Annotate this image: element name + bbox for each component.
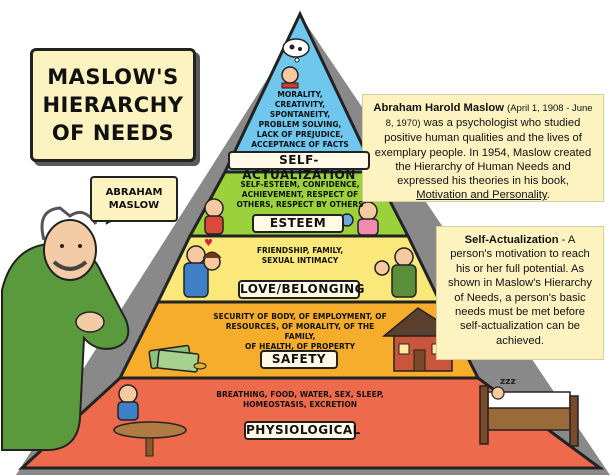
desc-line: HOMEOSTASIS, EXCRETION [242,400,357,409]
title-line: HIERARCHY [42,93,184,117]
desc-line: FRIENDSHIP, FAMILY, [256,246,344,255]
desc-line: PROBLEM SOLVING, [258,120,342,129]
self-actualization-note: Self-Actualization - A person's motivati… [436,226,604,360]
tier-esteem-desc: SELF-ESTEEM, CONFIDENCE, ACHIEVEMENT, RE… [232,180,368,210]
tier-love-label: LOVE/BELONGING [238,280,364,299]
bio-dates: (April 1, 1908 - June 8, 1970) [385,103,593,130]
tier-physiological-label: PHYSIOLOGICAL [244,421,360,440]
name-label: ABRAHAM MASLOW [90,176,178,222]
title-line: MASLOW'S [47,65,179,89]
desc-line: RESOURCES, OF MORALITY, OF THE FAMILY, [225,322,375,341]
tier-self-actualization-label: SELF-ACTUALIZATION [228,151,370,182]
family-illustration: ♥ [183,238,417,298]
desc-line: ACHIEVEMENT, RESPECT OF [241,190,359,199]
name-label-line: MASLOW [108,200,160,211]
desc-line: SPONTANEITY, [269,110,331,119]
zzz-icon: zzz [500,377,516,387]
desc-line: SECURITY OF BODY, OF EMPLOYMENT, OF [213,312,387,321]
bed-illustration: zzz [479,377,579,447]
note-heading: Self-Actualization [464,234,559,246]
desc-line: MORALITY, [277,90,323,99]
bio-note: Abraham Harold Maslow (April 1, 1908 - J… [362,94,604,202]
note-text: - A person's motivation to reach his or … [448,234,592,347]
eating-kid-illustration [113,384,187,457]
title-box: MASLOW'S HIERARCHY OF NEEDS [30,48,196,162]
tier-esteem-label: ESTEEM [252,214,344,233]
bio-end: . [546,189,550,202]
desc-line: SELF-ESTEEM, CONFIDENCE, [240,180,360,189]
esteem-kids-illustration [204,198,379,236]
title-line: OF NEEDS [51,121,175,145]
tier-safety-label: SAFETY [260,350,338,369]
thinker-figure [281,66,299,89]
desc-line: CREATIVITY, [274,100,326,109]
desc-line: LACK OF PREJUDICE, [256,130,344,139]
name-label-line: ABRAHAM [105,187,163,198]
desc-line: SEXUAL INTIMACY [261,256,339,265]
tier-self-actualization-desc: MORALITY, CREATIVITY, SPONTANEITY, PROBL… [248,90,352,150]
desc-line: BREATHING, FOOD, WATER, SEX, SLEEP, [216,390,384,399]
lightbulb-thought-icon [282,38,310,63]
desc-line: OTHERS, RESPECT BY OTHERS [236,200,364,209]
desc-line: OF HEALTH, OF PROPERTY [244,342,356,351]
tier-safety-desc: SECURITY OF BODY, OF EMPLOYMENT, OF RESO… [210,312,390,352]
bio-text: was a psychologist who studied positive … [374,117,592,188]
tier-love-desc: FRIENDSHIP, FAMILY, SEXUAL INTIMACY [244,246,356,266]
money-illustration [148,344,207,373]
desc-line: ACCEPTANCE OF FACTS [251,140,349,149]
svg-text:♥: ♥ [204,238,213,249]
bio-book: Motivation and Personality [416,189,547,202]
tier-physiological-desc: BREATHING, FOOD, WATER, SEX, SLEEP, HOME… [198,390,402,410]
bio-name: Abraham Harold Maslow [373,102,504,114]
